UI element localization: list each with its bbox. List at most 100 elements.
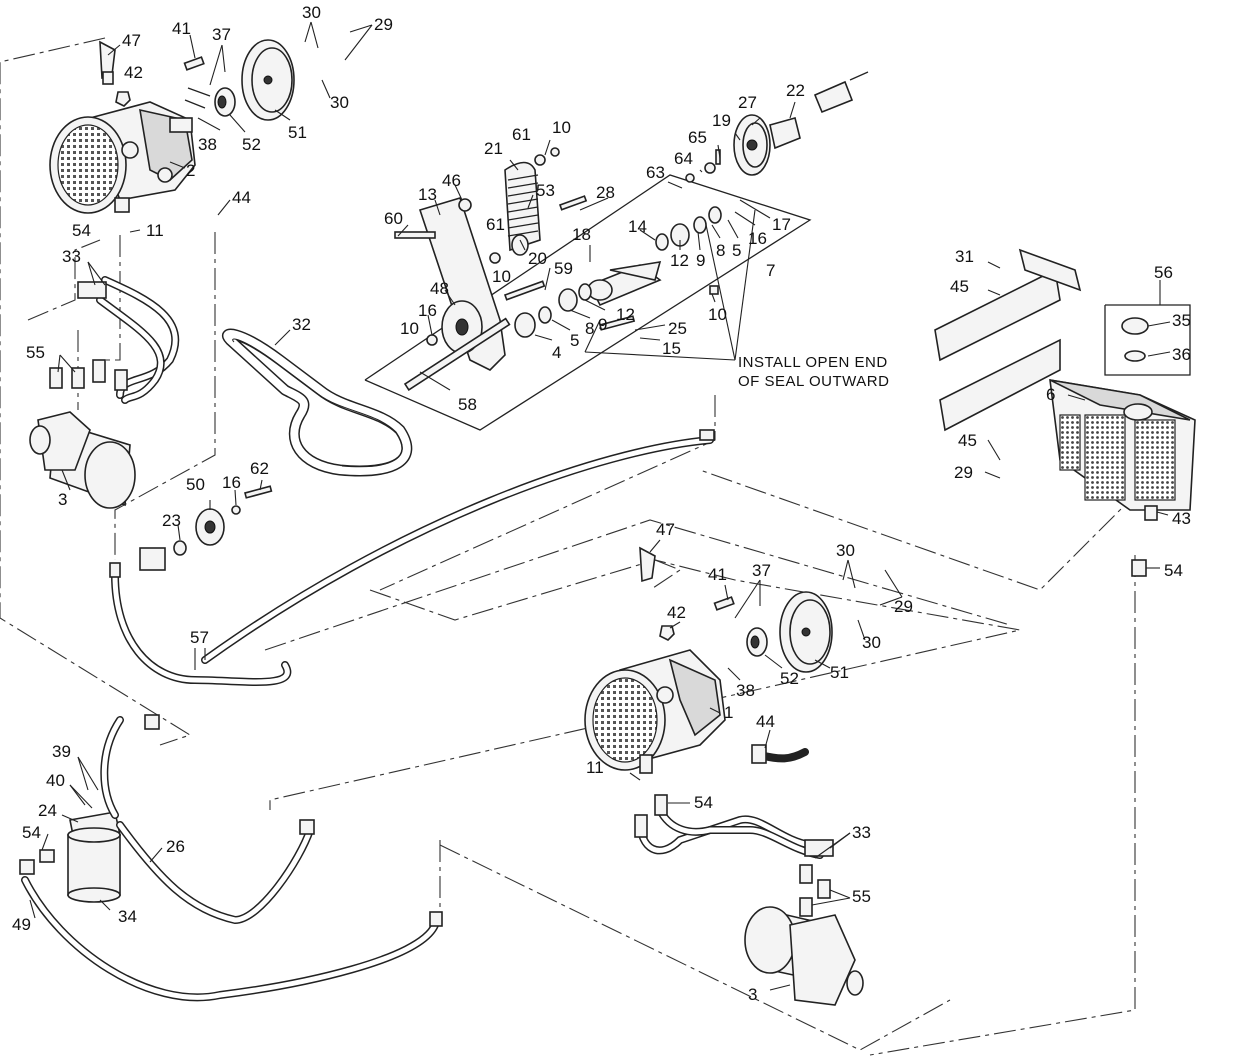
callout-labels: 47 41 37 30 29 42 30 38 52 51 2 44 54 11… [12,3,1191,1004]
callout: 60 [384,209,403,228]
callout: 3 [58,490,67,509]
callout: 33 [62,247,81,266]
callout: 13 [418,185,437,204]
callout: 44 [756,712,775,731]
callout: 61 [486,215,505,234]
callout: 52 [780,669,799,688]
callout: 26 [166,837,185,856]
callout: 48 [430,279,449,298]
callout: 29 [894,597,913,616]
callout: 62 [250,459,269,478]
install-note-line-1: INSTALL OPEN END [738,354,888,371]
callout: 16 [418,301,437,320]
callout: 41 [708,565,727,584]
callout: 35 [1172,311,1191,330]
upper-pulley-51 [183,39,295,121]
callout: 43 [1172,509,1191,528]
callout: 65 [688,128,707,147]
lower-pump-assembly [584,546,833,774]
callout: 10 [708,305,727,324]
upper-pump-assembly [49,40,196,214]
callout: 11 [146,221,164,240]
callout: 47 [122,31,141,50]
callout: 18 [572,225,591,244]
upper-motor-3 [29,411,136,509]
callout: 24 [38,801,57,820]
callout: 56 [1154,263,1173,282]
callout: 30 [330,93,349,112]
callout: 58 [458,395,477,414]
callout: 34 [118,907,137,926]
callout: 16 [748,229,767,248]
callout: 44 [232,188,251,207]
callout: 51 [288,123,307,142]
callout: 10 [552,118,571,137]
callout: 38 [198,135,217,154]
install-note-line-2: OF SEAL OUTWARD [738,373,889,390]
callout: 30 [302,3,321,22]
callout: 52 [242,135,261,154]
callout: 22 [786,81,805,100]
callout: 50 [186,475,205,494]
callout: 38 [736,681,755,700]
callout: 4 [552,343,561,362]
callout: 49 [12,915,31,934]
callout: 15 [662,339,681,358]
callout: 8 [716,241,725,260]
callout: 12 [670,251,689,270]
upper-hose-group [49,276,180,404]
callout: 31 [955,247,974,266]
callout: 29 [374,15,393,34]
callout: 61 [512,125,531,144]
callout: 8 [585,319,594,338]
callout: 6 [1046,385,1055,404]
callout: 9 [598,315,607,334]
callout: 47 [656,520,675,539]
callout: 5 [570,331,579,350]
callout: 10 [400,319,419,338]
callout: 10 [492,267,511,286]
callout: 37 [752,561,771,580]
upper-right-pulley-27 [685,71,869,183]
callout: 54 [1164,561,1183,580]
callout: 21 [484,139,503,158]
lower-hose-group [634,794,834,917]
callout: 23 [162,511,181,530]
callout: 25 [668,319,687,338]
callout: 46 [442,171,461,190]
callout: 55 [26,343,45,362]
callout: 41 [172,19,191,38]
callout: 45 [958,431,977,450]
callout: 59 [554,259,573,278]
callout: 64 [674,149,693,168]
callout: 54 [694,793,713,812]
callout: 53 [536,181,555,200]
callout: 37 [212,25,231,44]
callout: 16 [222,473,241,492]
callout: 3 [748,985,757,1004]
callout: 51 [830,663,849,682]
idler-bracket-kit-7 [364,147,812,431]
callout: 7 [766,261,775,280]
callout: 63 [646,163,665,182]
callout: 54 [72,221,91,240]
install-note: INSTALL OPEN END OF SEAL OUTWARD [738,354,889,390]
callout: 9 [696,251,705,270]
idler-pulley-50 [139,485,273,571]
callout: 12 [616,305,635,324]
callout: 57 [190,628,209,647]
routing-lines [0,37,1141,1056]
callout: 42 [667,603,686,622]
callout: 45 [950,277,969,296]
filter-assembly [19,714,443,1002]
callout: 1 [724,703,733,722]
callout: 17 [772,215,791,234]
callout: 29 [954,463,973,482]
callout: 32 [292,315,311,334]
callout: 39 [52,742,71,761]
leader-lines [29,21,1171,991]
lower-motor-3 [744,906,864,1006]
reservoir-assembly [934,248,1196,577]
